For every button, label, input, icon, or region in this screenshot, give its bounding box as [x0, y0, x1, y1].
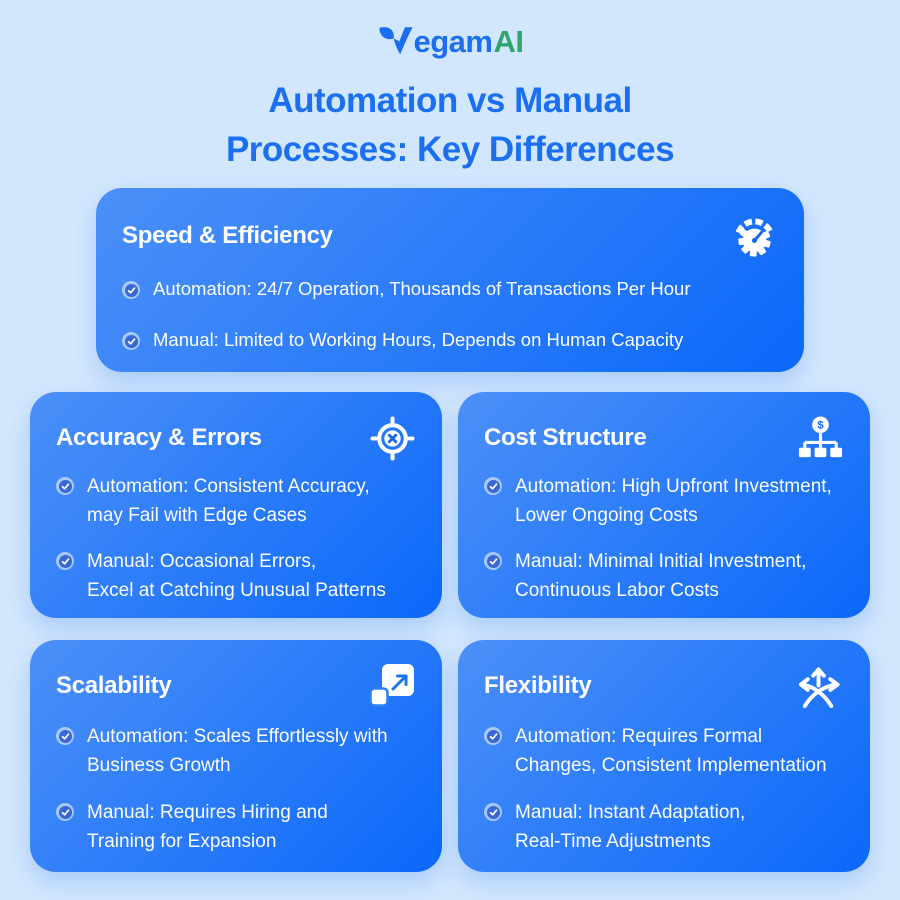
scale-expand-icon [368, 662, 416, 710]
page-title-line1: Automation vs Manual [268, 81, 632, 120]
crossing-arrows-icon [796, 662, 844, 710]
card-accuracy-errors: Accuracy & Errors Automation: Consistent… [30, 392, 442, 618]
target-icon [368, 414, 416, 462]
bullet-text: Automation: 24/7 Operation, Thousands of… [153, 278, 691, 299]
card-title: Speed & Efficiency [122, 222, 333, 249]
leaf-v-icon [377, 24, 413, 60]
card-title: Flexibility [484, 672, 592, 699]
org-chart-dollar-icon: $ [796, 414, 844, 462]
bullet-text: Manual: Instant Adaptation, Real-Time Ad… [515, 802, 746, 852]
bullet-text: Manual: Occasional Errors, Excel at Catc… [87, 551, 386, 601]
bullet-text: Automation: Scales Effortlessly with Bus… [87, 726, 388, 776]
bullet-item: Manual: Requires Hiring and Training for… [56, 798, 416, 856]
bullet-item: Automation: High Upfront Investment, Low… [484, 472, 844, 530]
check-badge-icon [56, 727, 74, 745]
check-badge-icon [122, 332, 140, 350]
bullet-text: Manual: Limited to Working Hours, Depend… [153, 329, 684, 350]
card-speed-efficiency: Speed & Efficiency [96, 188, 804, 372]
card-title: Cost Structure [484, 424, 647, 451]
bullet-text: Automation: Consistent Accuracy, may Fai… [87, 476, 370, 526]
check-badge-icon [56, 803, 74, 821]
bullet-text: Automation: Requires Formal Changes, Con… [515, 726, 827, 776]
bullet-item: Manual: Occasional Errors, Excel at Catc… [56, 547, 416, 605]
bullet-item: Manual: Minimal Initial Investment, Cont… [484, 547, 844, 605]
check-badge-icon [56, 552, 74, 570]
brand-logo: egam AI [0, 24, 900, 60]
card-title: Accuracy & Errors [56, 424, 262, 451]
bullet-item: Automation: Consistent Accuracy, may Fai… [56, 472, 416, 530]
bullet-text: Manual: Requires Hiring and Training for… [87, 802, 328, 852]
check-badge-icon [484, 727, 502, 745]
bullet-item: Automation: Scales Effortlessly with Bus… [56, 722, 416, 780]
speedometer-icon [730, 212, 778, 260]
page-title: Automation vs Manual Processes: Key Diff… [0, 76, 900, 174]
logo-text-green: AI [493, 24, 524, 59]
check-badge-icon [56, 477, 74, 495]
card-cost-structure: Cost Structure $ Automation: High Upfron… [458, 392, 870, 618]
bullet-item: Manual: Instant Adaptation, Real-Time Ad… [484, 798, 844, 856]
bullet-text: Manual: Minimal Initial Investment, Cont… [515, 551, 807, 601]
card-flexibility: Flexibility Automation: Requires Formal … [458, 640, 870, 872]
bullet-text: Automation: High Upfront Investment, Low… [515, 476, 832, 526]
bullet-item: Manual: Limited to Working Hours, Depend… [122, 327, 778, 353]
page-title-line2: Processes: Key Differences [225, 130, 675, 169]
card-title: Scalability [56, 672, 172, 699]
bullet-item: Automation: Requires Formal Changes, Con… [484, 722, 844, 780]
card-scalability: Scalability Automation: Scales Effortles… [30, 640, 442, 872]
check-badge-icon [484, 552, 502, 570]
svg-text:$: $ [817, 419, 824, 431]
check-badge-icon [484, 803, 502, 821]
logo-text-blue: egam [413, 24, 493, 59]
check-badge-icon [484, 477, 502, 495]
bullet-item: Automation: 24/7 Operation, Thousands of… [122, 276, 778, 302]
check-badge-icon [122, 281, 140, 299]
